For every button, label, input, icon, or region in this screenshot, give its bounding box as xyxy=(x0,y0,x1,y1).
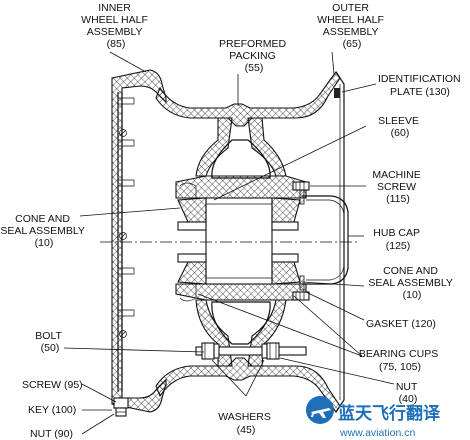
label-bearing-cups: BEARING CUPS (75, 105) xyxy=(359,348,441,373)
gasket-strip-upper xyxy=(299,189,305,205)
watermark: 蓝天飞行翻译 www.aviation.cn xyxy=(306,396,441,439)
label-nut-40: NUT (40) xyxy=(396,381,420,405)
right-seal-lower xyxy=(271,253,299,263)
gasket-strip-lower xyxy=(299,275,305,291)
label-nut-90: NUT (90) xyxy=(30,428,73,440)
label-cone-seal-left: CONE AND SEAL ASSEMBLY (10) xyxy=(0,213,87,249)
sleeve-body xyxy=(205,197,273,285)
watermark-url: www.aviation.cn xyxy=(339,427,415,439)
inner-face-notches xyxy=(118,97,135,317)
inner-flange xyxy=(111,69,167,413)
right-cone-upper xyxy=(271,197,301,223)
label-machine-screw: MACHINE SCREW (115) xyxy=(372,169,423,205)
hub-lower xyxy=(175,283,307,301)
label-outer-wheel-half: OUTER WHEEL HALF ASSEMBLY (65) xyxy=(317,2,387,50)
spoke-cavity-lower xyxy=(211,301,271,345)
label-washers: WASHERS (45) xyxy=(218,411,274,436)
label-hub-cap: HUB CAP (125) xyxy=(373,227,422,252)
watermark-title: 蓝天飞行翻译 xyxy=(338,403,441,424)
label-inner-wheel-half: INNER WHEEL HALF ASSEMBLY (85) xyxy=(81,2,151,50)
right-cone-lower xyxy=(271,261,301,285)
left-seal-upper xyxy=(177,221,207,231)
balance-hardware xyxy=(113,397,129,417)
label-preformed-packing: PREFORMED PACKING (55) xyxy=(219,38,289,74)
left-cone-upper xyxy=(177,197,207,223)
leader-lines xyxy=(63,51,395,435)
left-cone-lower xyxy=(177,261,207,285)
airplane-logo-icon xyxy=(306,396,334,424)
label-cone-seal-right: CONE AND SEAL ASSEMBLY (10) xyxy=(368,265,455,301)
tie-bolt-drawing xyxy=(195,342,307,360)
label-identification-plate: IDENTIFICATION PLATE (130) xyxy=(378,73,464,98)
left-seal-lower xyxy=(177,253,207,263)
machine-screw-drawing xyxy=(292,181,310,301)
label-key-100: KEY (100) xyxy=(28,404,76,416)
spoke-upper-left xyxy=(195,117,233,177)
hub-cap-shape xyxy=(302,195,349,285)
identification-plate-drawing xyxy=(334,88,340,98)
face-screw-heads xyxy=(119,129,127,338)
wheel-drawing xyxy=(100,69,360,417)
label-gasket: GASKET (120) xyxy=(366,318,436,330)
label-bolt: BOLT (50) xyxy=(35,330,64,354)
label-sleeve: SLEEVE (60) xyxy=(378,115,422,139)
right-seal-upper xyxy=(271,221,299,231)
label-screw-95: SCREW (95) xyxy=(22,379,83,391)
